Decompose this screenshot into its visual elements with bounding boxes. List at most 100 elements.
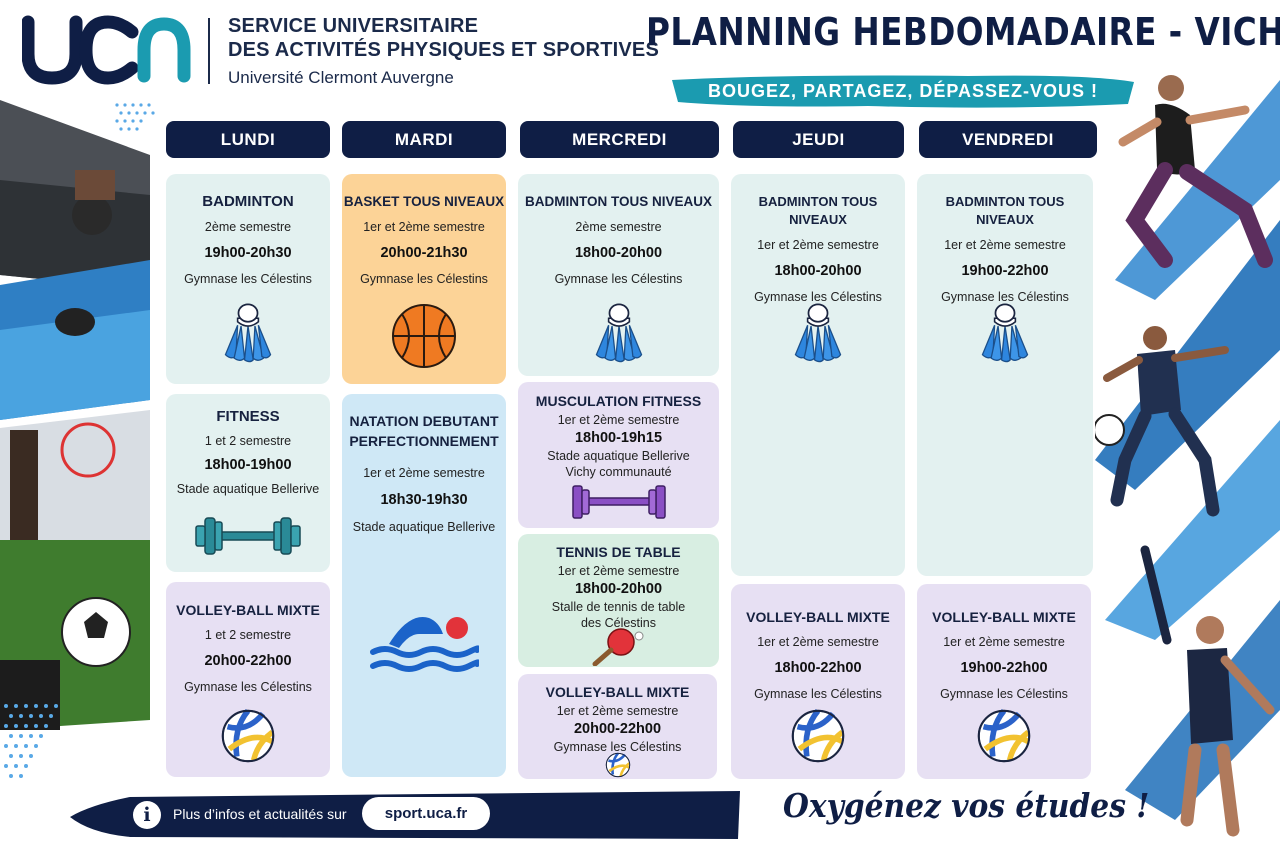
swimmer-icon: [370, 617, 479, 672]
activity-title: VOLLEY-BALL MIXTE: [746, 609, 890, 625]
activity-semester: 1er et 2ème semestre: [557, 413, 680, 427]
activity-card-mardi-natation: NATATION DEBUTANT PERFECTIONNEMENT 1er e…: [342, 394, 506, 777]
activity-title: BADMINTON TOUS NIVEAUX: [524, 194, 713, 209]
activity-semester: 1er et 2ème semestre: [557, 564, 680, 578]
activity-hours: 19h00-20h30: [204, 245, 292, 261]
university-name: Université Clermont Auvergne: [228, 68, 454, 87]
activity-card-lundi-volley: VOLLEY-BALL MIXTE 1 et 2 semestre 20h00-…: [166, 582, 330, 777]
activity-semester: 1er et 2ème semestre: [757, 238, 879, 252]
activity-title: TENNIS DE TABLE: [556, 544, 681, 560]
activity-card-mercredi-volley: VOLLEY-BALL MIXTE 1er et 2ème semestre 2…: [518, 674, 717, 779]
activity-hours: 18h00-20h00: [774, 263, 862, 279]
activity-hours: 18h00-22h00: [774, 660, 862, 676]
activity-title: VOLLEY-BALL MIXTE: [176, 602, 320, 618]
athletes-illustration-icon: [1095, 75, 1280, 837]
activity-location: Stade aquatique Bellerive: [176, 482, 320, 496]
activity-location: Gymnase les Célestins: [940, 687, 1068, 701]
activity-location: Gymnase les Célestins: [754, 290, 882, 304]
slogan-text: BOUGEZ, PARTAGEZ, DÉPASSEZ-VOUS !: [707, 81, 1099, 101]
organization-name: SERVICE UNIVERSITAIRE DES ACTIVITÉS PHYS…: [228, 14, 659, 62]
activity-semester: 1er et 2ème semestre: [363, 220, 485, 234]
volleyball-icon: [220, 708, 276, 764]
slogan-banner: BOUGEZ, PARTAGEZ, DÉPASSEZ-VOUS !: [668, 72, 1138, 110]
activity-card-mercredi-tennis-de-table: TENNIS DE TABLE 1er et 2ème semestre 18h…: [518, 534, 719, 667]
activity-semester: 2ème semestre: [204, 220, 292, 234]
dots-pattern-icon: [115, 103, 155, 131]
volleyball-icon: [790, 708, 846, 764]
day-header-jeudi: JEUDI: [733, 121, 904, 158]
dumbbell-icon: [195, 517, 301, 555]
website-link[interactable]: sport.uca.fr: [362, 797, 490, 830]
basketball-icon: [392, 304, 456, 368]
activity-hours: 18h00-20h00: [574, 581, 663, 597]
activity-card-jeudi-badminton: BADMINTON TOUS NIVEAUX 1er et 2ème semes…: [731, 174, 905, 576]
info-text: Plus d’infos et actualités sur: [173, 806, 347, 822]
activity-hours: 20h00-21h30: [380, 245, 468, 261]
activity-semester: 2ème semestre: [575, 220, 662, 234]
page-title: PLANNING HEBDOMADAIRE - VICHY: [646, 10, 1280, 54]
activity-hours: 18h00-19h15: [574, 430, 663, 446]
volleyball-icon: [976, 708, 1032, 764]
activity-hours: 18h30-19h30: [380, 492, 468, 508]
activity-location: Gymnase les Célestins: [554, 272, 683, 286]
activity-card-vendredi-badminton: BADMINTON TOUS NIVEAUX 1er et 2ème semes…: [917, 174, 1093, 576]
shuttlecock-icon: [222, 302, 274, 364]
day-header-lundi: LUNDI: [166, 121, 330, 158]
activity-semester: 1er et 2ème semestre: [363, 466, 485, 480]
activity-title: VOLLEY-BALL MIXTE: [932, 609, 1076, 625]
activity-hours: 19h00-22h00: [960, 660, 1048, 676]
activity-title: FITNESS: [216, 408, 280, 425]
dots-pattern-icon: [4, 704, 58, 778]
activity-card-lundi-fitness: FITNESS 1 et 2 semestre 18h00-19h00 Stad…: [166, 394, 330, 572]
activity-hours: 18h00-19h00: [204, 457, 292, 473]
activity-title: BADMINTON TOUS NIVEAUX: [945, 194, 1065, 227]
uca-logo-icon: [22, 15, 191, 85]
activity-title: VOLLEY-BALL MIXTE: [545, 684, 690, 700]
organization-name-line-1: SERVICE UNIVERSITAIRE: [228, 15, 479, 37]
activity-location: Gymnase les Célestins: [360, 272, 488, 286]
activity-location: Gymnase les Célestins: [553, 740, 682, 754]
activity-card-mercredi-badminton: BADMINTON TOUS NIVEAUX 2ème semestre 18h…: [518, 174, 719, 376]
activity-semester: 1er et 2ème semestre: [556, 704, 679, 718]
shuttlecock-icon: [792, 302, 844, 364]
activity-location: Gymnase les Célestins: [754, 687, 882, 701]
shuttlecock-icon: [979, 302, 1031, 364]
activity-title-line-2: PERFECTIONNEMENT: [349, 433, 499, 449]
activity-location-line-1: Stade aquatique Bellerive: [547, 449, 690, 463]
day-header-vendredi: VENDREDI: [919, 121, 1097, 158]
activity-title: MUSCULATION FITNESS: [535, 393, 702, 409]
activity-location: Gymnase les Célestins: [184, 680, 312, 694]
activity-semester: 1er et 2ème semestre: [944, 238, 1066, 252]
activity-card-mardi-basket: BASKET TOUS NIVEAUX 1er et 2ème semestre…: [342, 174, 506, 384]
activity-card-jeudi-volley: VOLLEY-BALL MIXTE 1er et 2ème semestre 1…: [731, 584, 905, 779]
activity-semester: 1er et 2ème semestre: [943, 635, 1065, 649]
activity-title: BASKET TOUS NIVEAUX: [343, 194, 505, 209]
activity-title: BADMINTON: [202, 193, 294, 210]
activity-card-vendredi-volley: VOLLEY-BALL MIXTE 1er et 2ème semestre 1…: [917, 584, 1091, 779]
logo-divider: [208, 18, 210, 84]
activity-hours: 20h00-22h00: [204, 653, 292, 669]
activity-location: Stade aquatique Bellerive: [352, 520, 496, 534]
activity-location-line-2: des Célestins: [580, 616, 657, 630]
activity-card-lundi-badminton: BADMINTON 2ème semestre 19h00-20h30 Gymn…: [166, 174, 330, 384]
day-header-mardi: MARDI: [342, 121, 506, 158]
activity-card-mercredi-musculation: MUSCULATION FITNESS 1er et 2ème semestre…: [518, 382, 719, 528]
activity-hours: 18h00-20h00: [574, 245, 663, 261]
volleyball-icon: [605, 752, 631, 778]
activity-hours: 19h00-22h00: [961, 263, 1049, 279]
activity-title: BADMINTON TOUS NIVEAUX: [758, 194, 878, 227]
activity-semester: 1 et 2 semestre: [204, 628, 292, 642]
activity-title-line-1: NATATION DEBUTANT: [349, 413, 499, 429]
activity-semester: 1er et 2ème semestre: [757, 635, 879, 649]
barbell-icon: [571, 485, 666, 519]
activity-hours: 20h00-22h00: [573, 721, 662, 737]
shuttlecock-icon: [593, 302, 645, 364]
organization-name-line-2: DES ACTIVITÉS PHYSIQUES ET SPORTIVES: [228, 39, 659, 61]
tagline: Oxygénez vos études !: [783, 786, 1150, 825]
activity-location-line-1: Stalle de tennis de table: [551, 600, 686, 614]
activity-location: Gymnase les Célestins: [941, 290, 1069, 304]
activity-location: Gymnase les Célestins: [184, 272, 312, 286]
activity-semester: 1 et 2 semestre: [204, 434, 292, 448]
day-header-mercredi: MERCREDI: [520, 121, 719, 158]
